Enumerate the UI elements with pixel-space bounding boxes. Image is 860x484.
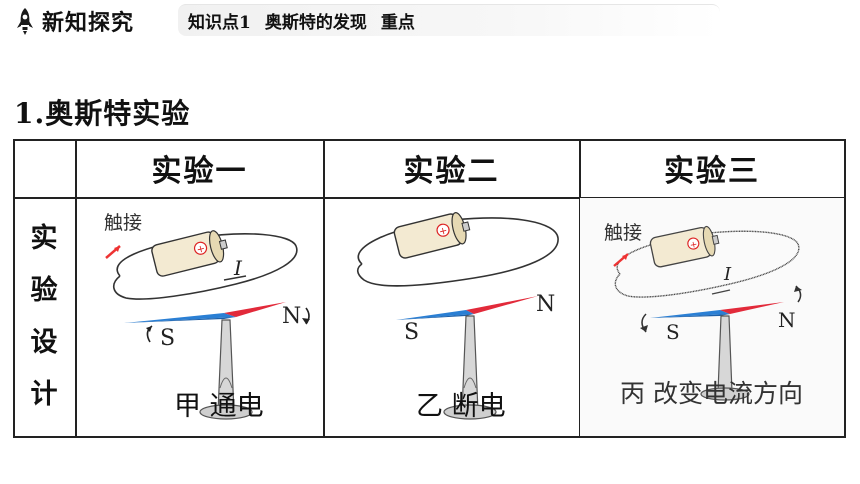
column-header-experiment-1: 实验一 bbox=[151, 154, 248, 189]
north-pole-label: N bbox=[536, 292, 556, 317]
experiment-1-diagram: + 触接 I S N 甲 通电 bbox=[76, 198, 323, 436]
experiment-2-diagram: + S N 乙 断电 bbox=[324, 198, 579, 436]
current-label: I bbox=[234, 256, 242, 280]
svg-text:+: + bbox=[196, 243, 207, 256]
section-header: 新知探究 bbox=[14, 4, 134, 38]
experiment-3-illustration: + bbox=[613, 225, 802, 401]
row-label-design: 实 验 设 计 bbox=[13, 197, 75, 437]
rocket-icon bbox=[17, 8, 33, 35]
svg-text:+: + bbox=[438, 225, 449, 238]
svg-text:+: + bbox=[689, 240, 698, 251]
row-label-char: 实 bbox=[30, 223, 58, 254]
row-label-char: 验 bbox=[30, 275, 58, 306]
experiment-table: 实验一 实验二 实验三 实 验 设 计 + bbox=[13, 139, 846, 438]
column-header-experiment-2: 实验二 bbox=[403, 154, 500, 189]
knowledge-point-bar: 知识点1 奥斯特的发现 重点 bbox=[178, 4, 720, 36]
experiment-2-caption: 乙 断电 bbox=[416, 391, 506, 422]
touch-label: 触接 bbox=[604, 222, 643, 244]
south-pole-label: S bbox=[404, 320, 420, 345]
column-header-experiment-3: 实验三 bbox=[664, 154, 760, 189]
knowledge-point-tag: 重点 bbox=[380, 13, 415, 33]
row-label-char: 计 bbox=[30, 379, 58, 410]
experiment-3-caption: 丙 改变电流方向 bbox=[620, 379, 803, 408]
south-pole-label: S bbox=[160, 326, 176, 351]
touch-label: 触接 bbox=[104, 212, 143, 234]
north-pole-label: N bbox=[282, 304, 302, 329]
experiment-3-diagram: + 触接 I S N 丙 改变电流方向 bbox=[580, 198, 844, 436]
experiment-1-illustration: + bbox=[105, 230, 310, 420]
section-title: 新知探究 bbox=[42, 10, 135, 36]
south-pole-label: S bbox=[666, 320, 680, 344]
row-label-char: 设 bbox=[30, 327, 58, 358]
page-heading: 1.奥斯特实验 bbox=[14, 97, 191, 130]
north-pole-label: N bbox=[778, 308, 796, 332]
experiment-2-illustration: + bbox=[356, 212, 559, 420]
knowledge-point-label: 知识点1 bbox=[188, 13, 251, 33]
experiment-1-caption: 甲 通电 bbox=[174, 391, 264, 422]
current-label: I bbox=[724, 264, 732, 285]
knowledge-point-topic: 奥斯特的发现 bbox=[264, 13, 367, 33]
